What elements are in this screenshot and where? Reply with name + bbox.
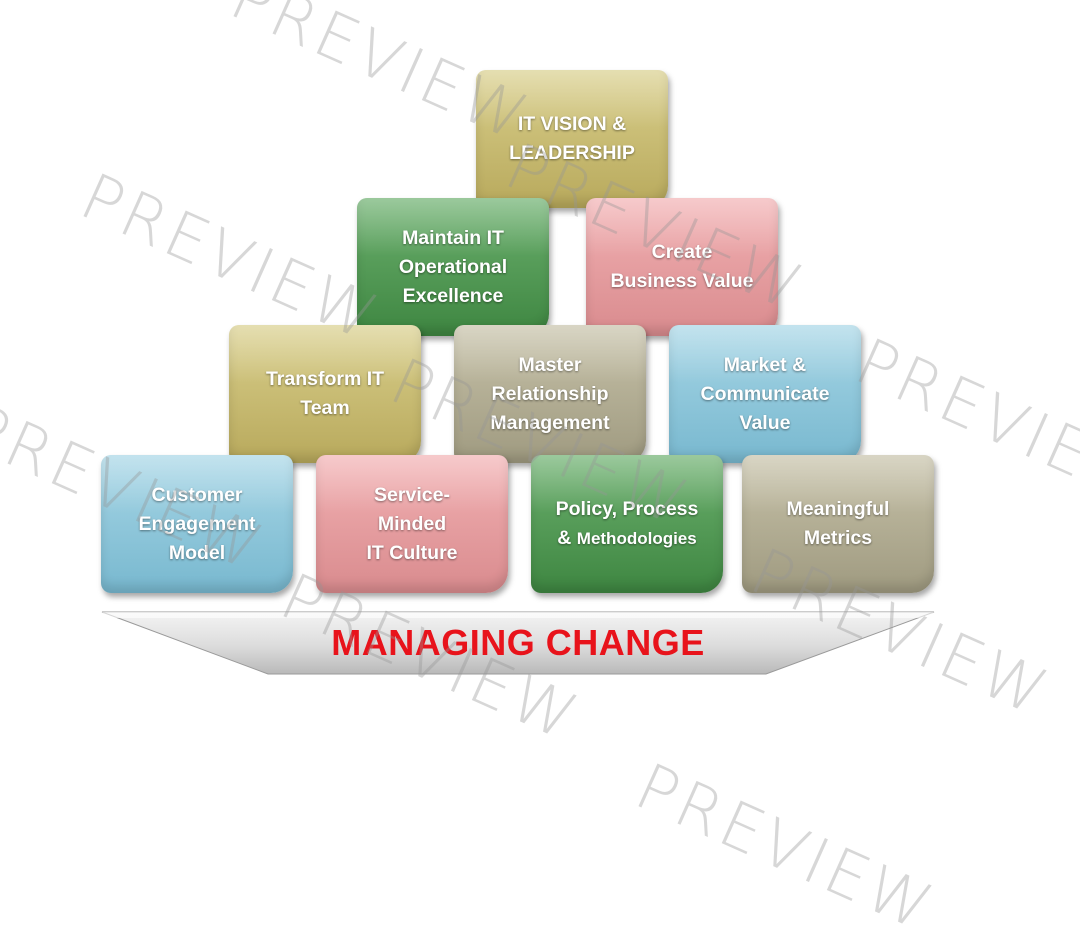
block-business-value-label: Create Business Value [610,241,754,292]
block-it-vision: IT VISION & LEADERSHIP [476,70,668,208]
block-relationship-management: Master Relationship Management [454,325,646,463]
block-customer-engagement: Customer Engagement Model [101,455,293,593]
managing-change-base: MANAGING CHANGE [100,608,936,678]
block-it-vision-label: IT VISION & LEADERSHIP [509,113,635,164]
block-operational-excellence: Maintain IT Operational Excellence [357,198,549,336]
watermark-text: PREVIEW [624,750,946,947]
block-relationship-management-label: Master Relationship Management [490,353,610,434]
block-communicate-value: Market & Communicate Value [669,325,861,463]
block-business-value: Create Business Value [586,198,778,336]
block-metrics-label: Meaningful Metrics [786,498,890,549]
block-policy-process-label: Policy, Process & Methodologies [556,495,699,553]
policy-line1: Policy, Process [555,498,699,520]
block-communicate-value-label: Market & Communicate Value [700,353,830,434]
block-it-culture: Service- Minded IT Culture [316,455,508,593]
policy-line2: Methodologies [576,529,697,548]
block-transform-team: Transform IT Team [229,325,421,463]
block-it-culture-label: Service- Minded IT Culture [366,483,458,564]
block-transform-team-label: Transform IT Team [265,368,385,419]
policy-amp: & [557,527,572,549]
base-shape [101,611,935,675]
block-policy-process: Policy, Process & Methodologies [531,455,723,593]
block-operational-excellence-label: Maintain IT Operational Excellence [398,226,508,307]
block-customer-engagement-label: Customer Engagement Model [138,483,256,564]
managing-change-label: MANAGING CHANGE [331,622,705,663]
block-metrics: Meaningful Metrics [742,455,934,593]
